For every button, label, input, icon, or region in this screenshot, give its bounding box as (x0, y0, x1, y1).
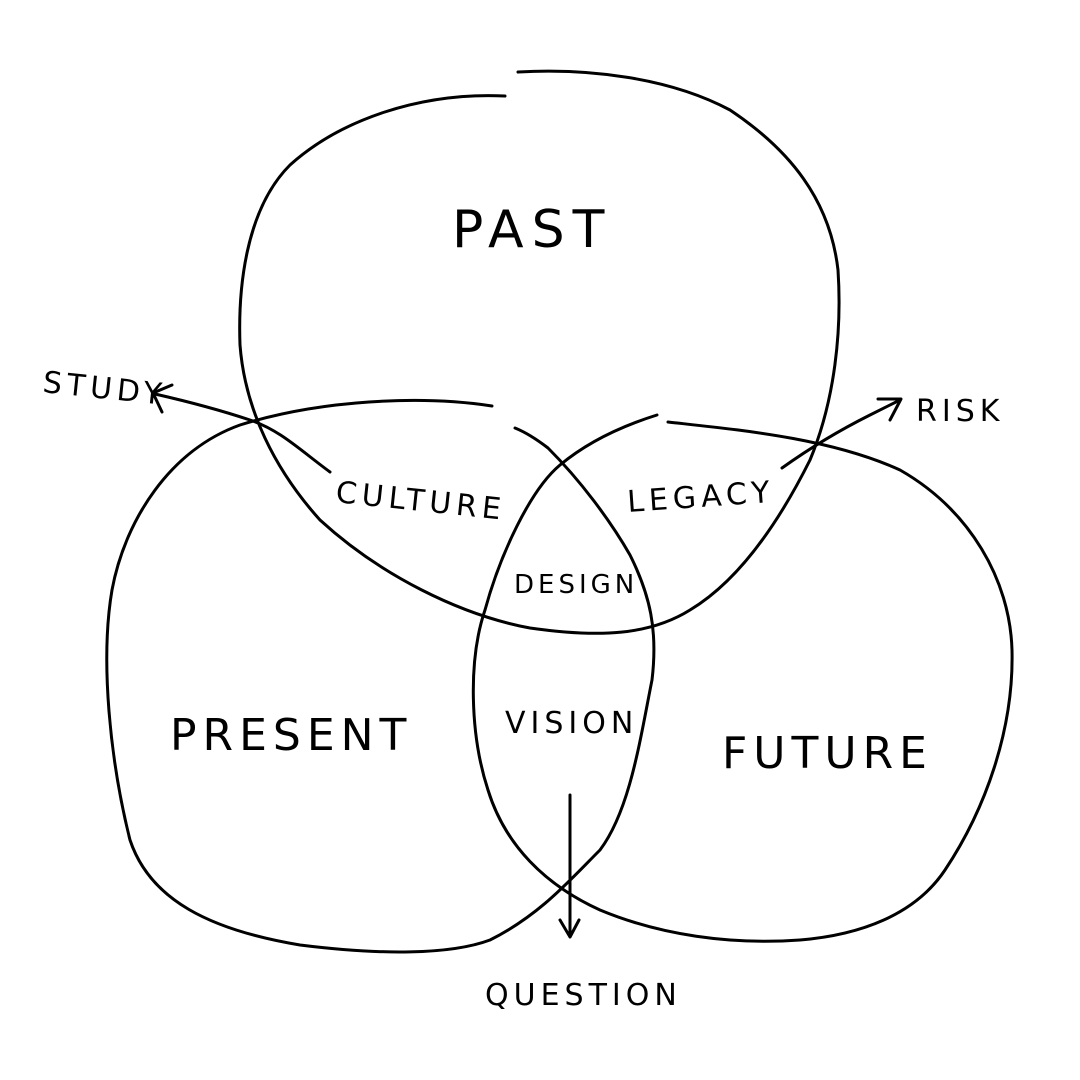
culture-label: CULTURE (334, 475, 507, 528)
design-label: DESIGN (514, 570, 638, 600)
study-label: STUDY (41, 365, 168, 413)
future-circle (471, 413, 1014, 943)
present-label: PRESENT (170, 710, 412, 761)
risk-arrow-line (780, 398, 902, 470)
risk-arrow-head (876, 397, 903, 422)
question-label: QUESTION (485, 978, 682, 1013)
study-arrow-line (153, 392, 332, 474)
past-label: PAST (452, 200, 612, 260)
legacy-label: LEGACY (626, 475, 776, 520)
future-label: FUTURE (722, 728, 933, 779)
question-arrow-head (558, 918, 581, 939)
past-circle (238, 69, 841, 635)
present-circle (105, 399, 656, 954)
risk-label: RISK (916, 394, 1004, 429)
vision-label: VISION (505, 706, 638, 741)
study-arrow-head (151, 383, 174, 414)
